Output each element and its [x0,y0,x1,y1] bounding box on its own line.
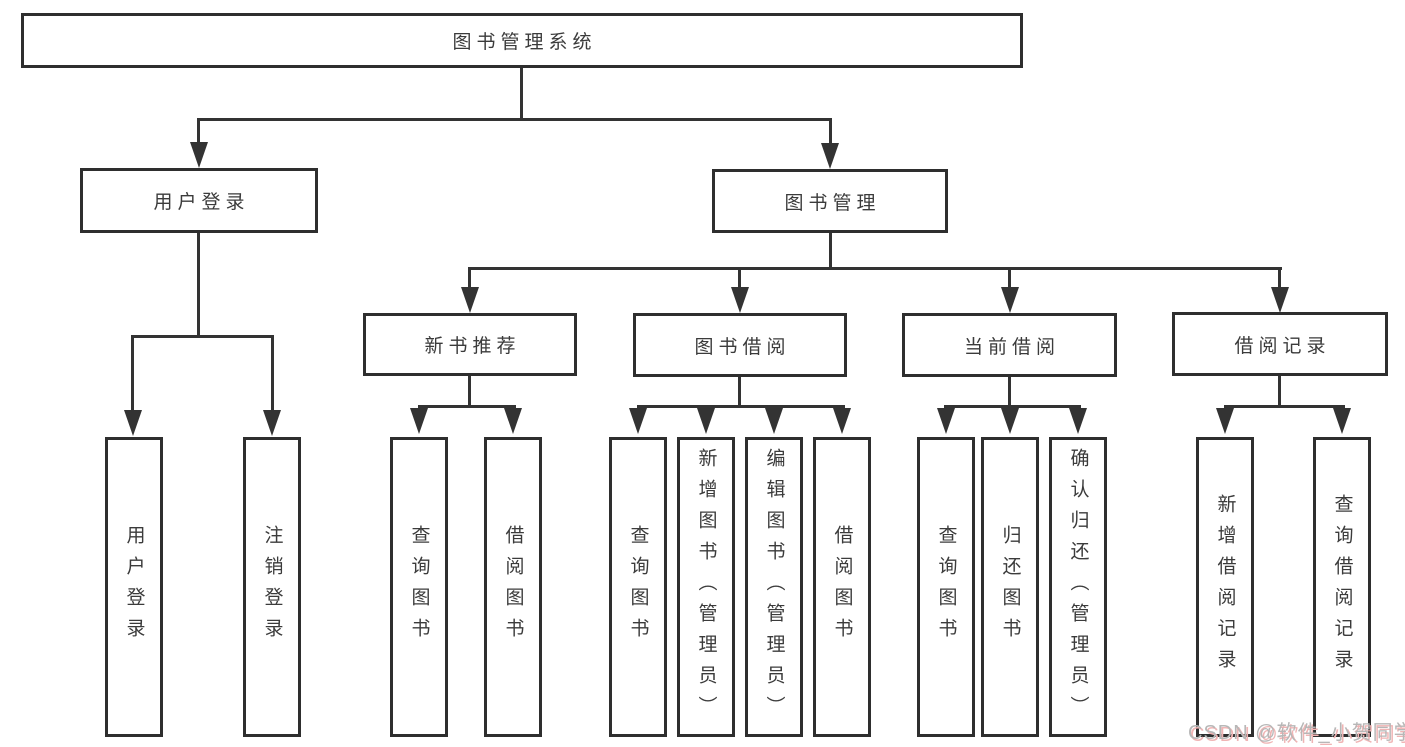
node-ul-logout: 注销登录 [243,437,301,737]
node-borrow-records: 借阅记录 [1172,312,1388,376]
node-cb-confirm-return-label: 确认归还（管理员） [1067,447,1089,727]
connector-user-login-stub [197,118,200,146]
arrow-down-icon [190,142,208,168]
connector-ul2-stub [271,335,274,411]
node-ul-user-login: 用户登录 [105,437,163,737]
arrow-down-icon [1216,408,1234,434]
node-root: 图书管理系统 [21,13,1023,68]
arrow-down-icon [629,408,647,434]
connector-borrow-records-stem [1278,376,1281,407]
arrow-down-icon [504,408,522,434]
node-ul-user-login-label: 用户登录 [123,525,145,649]
connector-new-book-rail [418,405,516,408]
connector-ul1-stub [131,335,134,411]
connector-new-book-stem [468,376,471,407]
connector-book-mgmt-stub [829,118,832,146]
arrow-down-icon [731,287,749,313]
connector-current-borrow-rail [944,405,1081,408]
connector-book-borrow-stem [738,377,741,407]
connector-current-borrow-stem [1008,377,1011,407]
node-ul-logout-label: 注销登录 [261,525,283,649]
node-br-add-record-label: 新增借阅记录 [1214,494,1236,680]
node-nb-borrow-book: 借阅图书 [484,437,542,737]
connector-level2-rail [197,118,832,121]
arrow-down-icon [461,287,479,313]
node-root-label: 图书管理系统 [452,32,597,53]
arrow-down-icon [765,408,783,434]
arrow-down-icon [410,408,428,434]
arrow-down-icon [1069,408,1087,434]
csdn-watermark: CSDN @软件_小贺同学 [1188,722,1405,744]
node-new-book-rec: 新书推荐 [363,313,577,376]
node-br-search-record-label: 查询借阅记录 [1331,494,1353,680]
node-br-search-record: 查询借阅记录 [1313,437,1371,737]
node-current-borrow: 当前借阅 [902,313,1117,377]
node-nb-search-book-label: 查询图书 [408,525,430,649]
arrow-down-icon [1001,408,1019,434]
node-cb-search-book-label: 查询图书 [935,525,957,649]
node-bb-search-book: 查询图书 [609,437,667,737]
node-cb-return-book: 归还图书 [981,437,1039,737]
arrow-down-icon [1271,287,1289,313]
connector-borrow-records-rail [1224,405,1345,408]
connector-level3-rail [468,267,1282,270]
arrow-down-icon [124,410,142,436]
arrow-down-icon [697,408,715,434]
node-borrow-records-label: 借阅记录 [1234,335,1331,357]
node-nb-borrow-book-label: 借阅图书 [502,525,524,649]
connector-borrow-records-stub [1278,267,1281,289]
arrow-down-icon [1333,408,1351,434]
arrow-down-icon [937,408,955,434]
arrow-down-icon [833,408,851,434]
connector-book-borrow-stub [738,267,741,289]
connector-book-mgmt-stem [829,233,832,269]
node-book-mgmt: 图书管理 [712,169,948,233]
node-cb-return-book-label: 归还图书 [999,525,1021,649]
node-user-login: 用户登录 [80,168,318,233]
node-bb-borrow-book: 借阅图书 [813,437,871,737]
connector-user-login-rail [131,335,274,338]
node-bb-search-book-label: 查询图书 [627,525,649,649]
node-book-borrow-label: 图书借阅 [694,336,791,358]
node-br-add-record: 新增借阅记录 [1196,437,1254,737]
node-bb-add-book-label: 新增图书（管理员） [695,447,717,727]
node-bb-add-book: 新增图书（管理员） [677,437,735,737]
node-bb-edit-book: 编辑图书（管理员） [745,437,803,737]
arrow-down-icon [263,410,281,436]
connector-new-book-stub [468,267,471,289]
node-book-mgmt-label: 图书管理 [784,192,881,214]
connector-book-borrow-rail [637,405,845,408]
node-cb-confirm-return: 确认归还（管理员） [1049,437,1107,737]
arrow-down-icon [821,143,839,169]
node-bb-edit-book-label: 编辑图书（管理员） [763,447,785,727]
connector-user-login-stem [197,233,200,337]
node-book-borrow: 图书借阅 [633,313,847,377]
node-new-book-rec-label: 新书推荐 [424,336,521,357]
node-current-borrow-label: 当前借阅 [963,336,1060,358]
node-bb-borrow-book-label: 借阅图书 [831,525,853,649]
node-user-login-label: 用户登录 [153,192,250,213]
connector-current-borrow-stub [1008,267,1011,289]
node-cb-search-book: 查询图书 [917,437,975,737]
arrow-down-icon [1001,287,1019,313]
connector-root-stem [520,68,523,120]
node-nb-search-book: 查询图书 [390,437,448,737]
